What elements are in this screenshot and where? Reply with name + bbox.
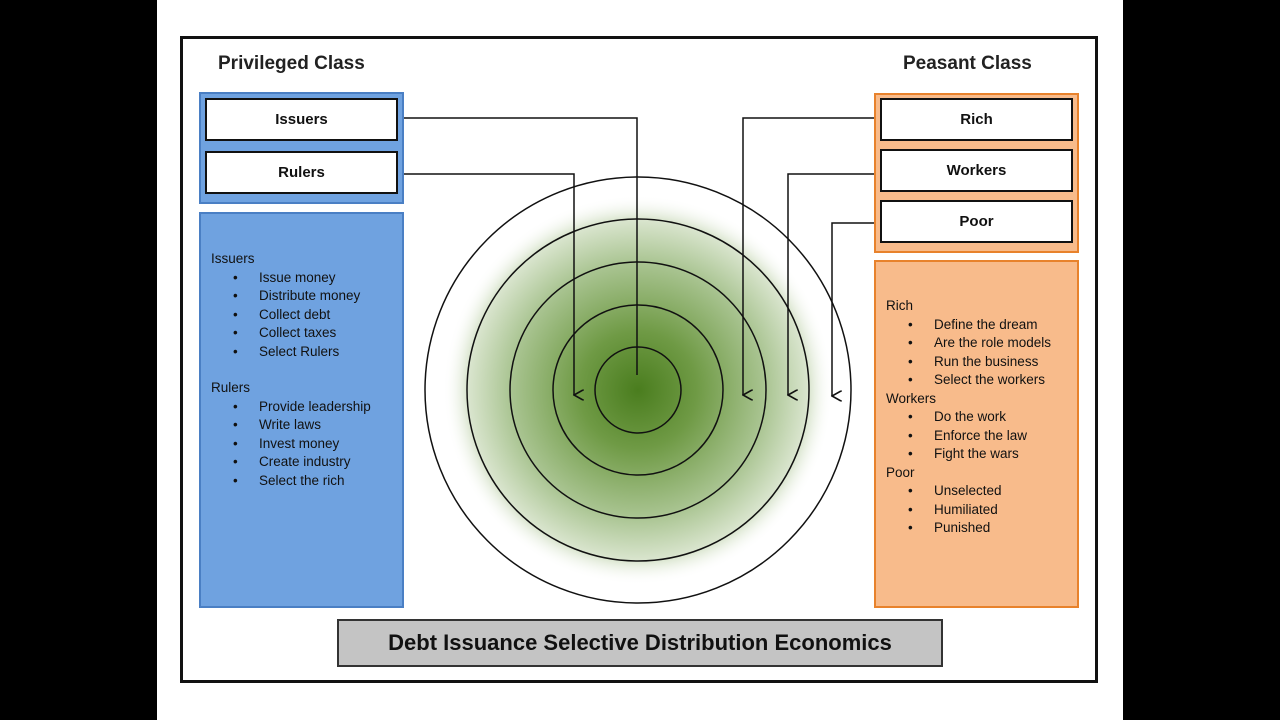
rich-connector: [743, 117, 874, 395]
rich-role-list: Define the dream Are the role models Run…: [886, 316, 1077, 390]
rulers-group-label: Rulers: [211, 380, 251, 395]
poor-connector: [832, 222, 874, 396]
workers-role-item: Enforce the law: [886, 427, 1077, 446]
diagram-frame: [180, 36, 1098, 683]
poor-role-item: Punished: [886, 519, 1077, 538]
poor-role-item: Unselected: [886, 482, 1077, 501]
issuers-group-label: Issuers: [211, 251, 255, 266]
workers-box: Workers: [880, 149, 1073, 192]
rich-role-item: Select the workers: [886, 371, 1077, 390]
workers-connector: [788, 173, 874, 395]
ring-2: [552, 304, 724, 476]
workers-role-list: Do the work Enforce the law Fight the wa…: [886, 408, 1077, 464]
ring-3: [509, 261, 767, 519]
rulers-box: Rulers: [205, 151, 398, 194]
privileged-class-heading: Privileged Class: [218, 53, 365, 74]
issuers-role-item: Distribute money: [211, 287, 402, 306]
poor-role-item: Humiliated: [886, 501, 1077, 520]
workers-role-item: Do the work: [886, 408, 1077, 427]
issuers-role-item: Issue money: [211, 269, 402, 288]
rulers-role-list: Provide leadership Write laws Invest mon…: [211, 398, 402, 491]
inner-circle: [594, 346, 682, 434]
issuers-role-list: Issue money Distribute money Collect deb…: [211, 269, 402, 362]
rulers-role-item: Write laws: [211, 416, 402, 435]
peasant-roles-panel: Rich Define the dream Are the role model…: [874, 260, 1079, 608]
poor-role-list: Unselected Humiliated Punished: [886, 482, 1077, 538]
issuers-box: Issuers: [205, 98, 398, 141]
poor-box: Poor: [880, 200, 1073, 243]
green-glow: [443, 195, 833, 585]
ring-4: [466, 218, 810, 562]
poor-group-label: Poor: [886, 464, 915, 480]
privileged-roles-panel: Issuers Issue money Distribute money Col…: [199, 212, 404, 608]
issuers-role-item: Collect debt: [211, 306, 402, 325]
issuers-role-item: Select Rulers: [211, 343, 402, 362]
peasant-class-heading: Peasant Class: [903, 53, 1032, 74]
rich-box: Rich: [880, 98, 1073, 141]
rulers-role-item: Select the rich: [211, 472, 402, 491]
workers-group-label: Workers: [886, 390, 937, 406]
issuers-connector: [404, 117, 638, 375]
rich-role-item: Run the business: [886, 353, 1077, 372]
rulers-connector: [404, 173, 574, 395]
workers-role-item: Fight the wars: [886, 445, 1077, 464]
rulers-role-item: Create industry: [211, 453, 402, 472]
rich-role-item: Are the role models: [886, 334, 1077, 353]
rich-group-label: Rich: [886, 298, 914, 313]
rulers-role-item: Provide leadership: [211, 398, 402, 417]
rulers-role-item: Invest money: [211, 435, 402, 454]
issuers-role-item: Collect taxes: [211, 324, 402, 343]
diagram-title: Debt Issuance Selective Distribution Eco…: [337, 619, 943, 667]
rich-role-item: Define the dream: [886, 316, 1077, 335]
